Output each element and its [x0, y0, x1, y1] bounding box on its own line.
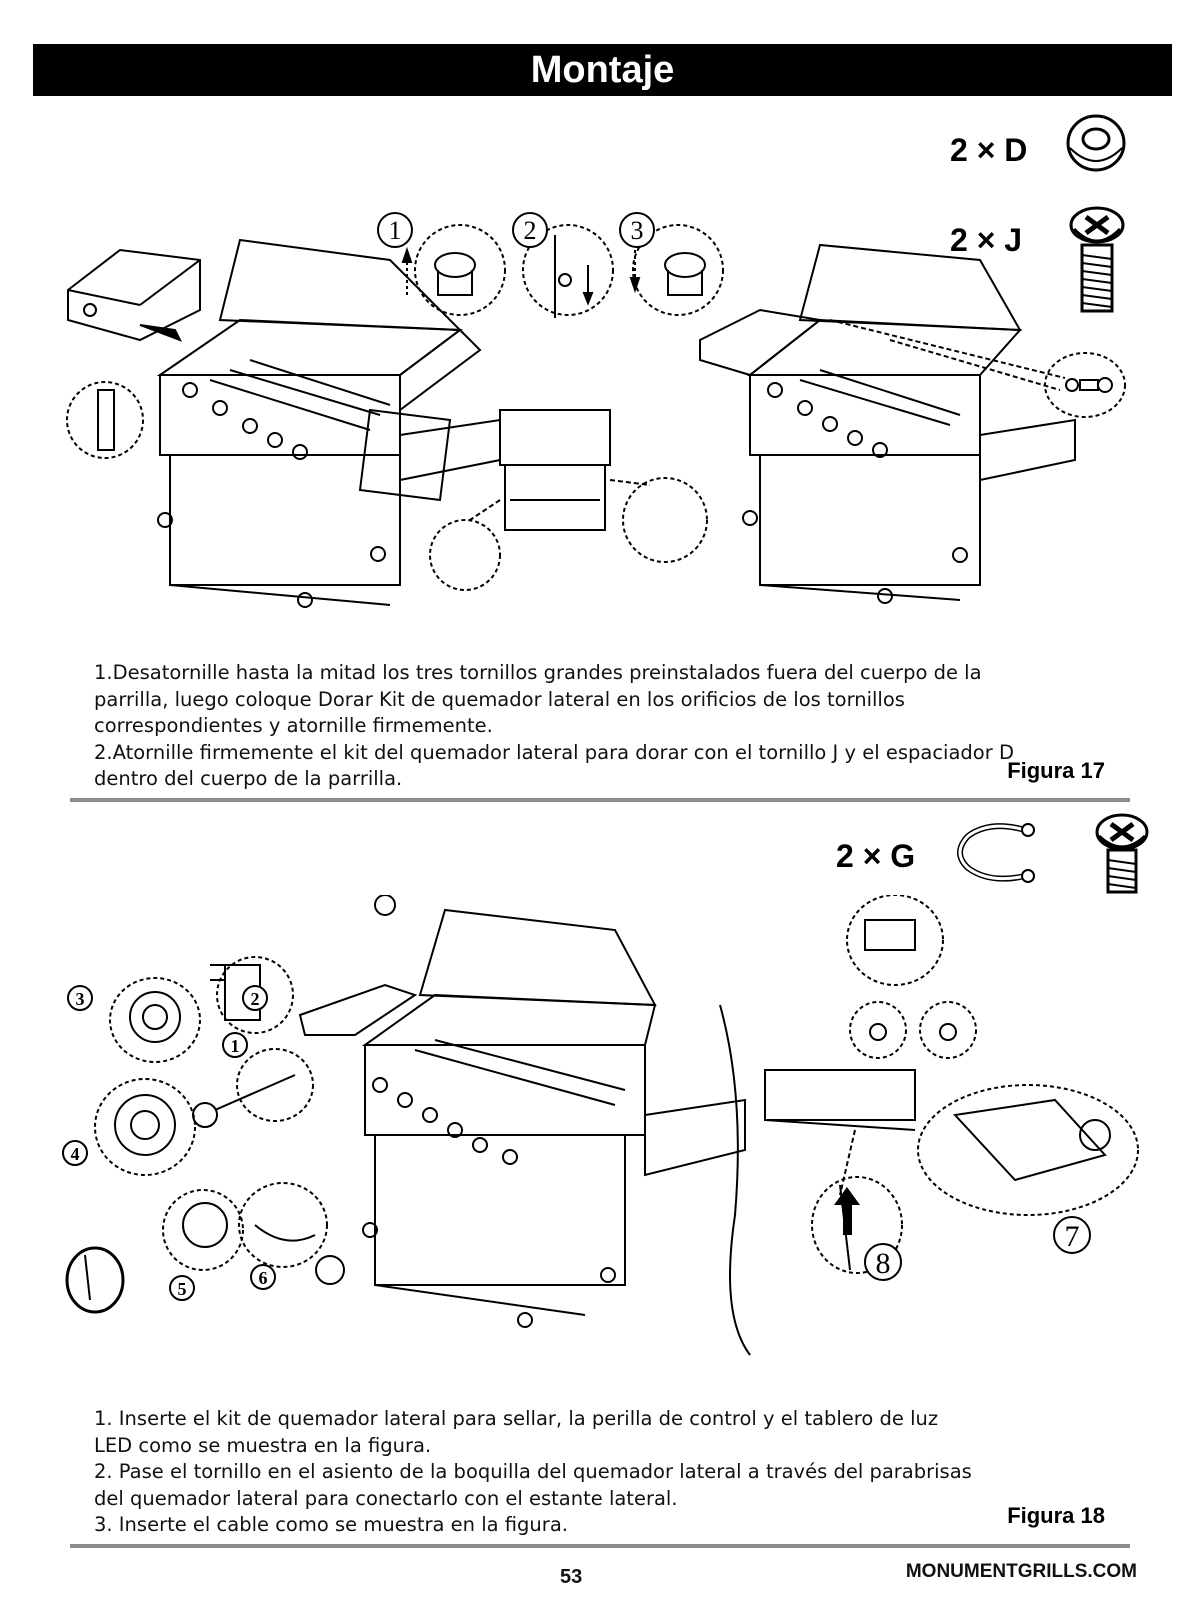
figure-17-instructions: 1.Desatornille hasta la mitad los tres t… [94, 660, 1024, 793]
page-number: 53 [560, 1566, 583, 1588]
step-6-badge: 6 [250, 1264, 276, 1290]
svg-text:5: 5 [178, 1279, 187, 1299]
section-divider [70, 798, 1130, 802]
grill-left-drawing [66, 238, 501, 608]
svg-text:7: 7 [1065, 1220, 1080, 1253]
screw-icon [1069, 206, 1125, 313]
instruction-18-1: 1. Inserte el kit de quemador lateral pa… [94, 1407, 939, 1457]
svg-text:1: 1 [231, 1036, 240, 1056]
step-3-badge: 3 [67, 985, 93, 1011]
step-5-badge: 5 [169, 1275, 195, 1301]
figure-17-step-numbers: 1 2 3 [377, 212, 655, 248]
step-1-badge: 1 [377, 212, 413, 248]
step-3-badge: 3 [619, 212, 655, 248]
part-d-quantity: 2 × D [950, 132, 1028, 168]
svg-text:2: 2 [524, 216, 537, 245]
instruction-18-3: 3. Inserte el cable como se muestra en l… [94, 1513, 568, 1536]
svg-text:3: 3 [76, 989, 85, 1009]
svg-text:3: 3 [631, 216, 644, 245]
instruction-17-1: 1.Desatornille hasta la mitad los tres t… [94, 661, 982, 737]
page-title: Montaje [33, 44, 1172, 96]
wire-clip-icon [957, 823, 1035, 883]
part-g-quantity: 2 × G [836, 838, 916, 874]
footer-divider [70, 1544, 1130, 1548]
part-j-quantity: 2 × J [950, 222, 1023, 258]
screw-icon [1095, 813, 1149, 894]
figure-18-label: Figura 18 [1007, 1503, 1105, 1528]
figure-18-step-numbers: 3 2 1 4 5 6 7 8 [62, 985, 1091, 1301]
washer-icon [1066, 114, 1126, 172]
grill-center-drawing [298, 908, 746, 1328]
figure-17-label: Figura 17 [1007, 758, 1105, 783]
svg-text:6: 6 [259, 1268, 268, 1288]
website-url: MONUMENTGRILLS.COM [905, 1561, 1137, 1582]
svg-text:2: 2 [251, 989, 260, 1009]
step-2-badge: 2 [242, 985, 268, 1011]
instruction-18-2: 2. Pase el tornillo en el asiento de la … [94, 1460, 972, 1510]
figure-18-illustration: 3 2 1 4 5 6 7 8 [62, 895, 1139, 1356]
instruction-17-2: 2.Atornille firmemente el kit del quemad… [94, 740, 1014, 791]
step-7-badge: 7 [1053, 1216, 1091, 1254]
svg-text:1: 1 [389, 216, 402, 245]
step-1-badge: 1 [222, 1032, 248, 1058]
step-4-badge: 4 [62, 1140, 88, 1166]
step-2-badge: 2 [512, 212, 548, 248]
step-8-badge: 8 [864, 1243, 902, 1281]
figure-18-instructions: 1. Inserte el kit de quemador lateral pa… [94, 1406, 974, 1539]
svg-text:4: 4 [71, 1144, 80, 1164]
grill-right-drawing [699, 243, 1126, 604]
svg-text:8: 8 [876, 1247, 891, 1280]
figure-17-illustration: 1 2 3 [66, 212, 1126, 608]
